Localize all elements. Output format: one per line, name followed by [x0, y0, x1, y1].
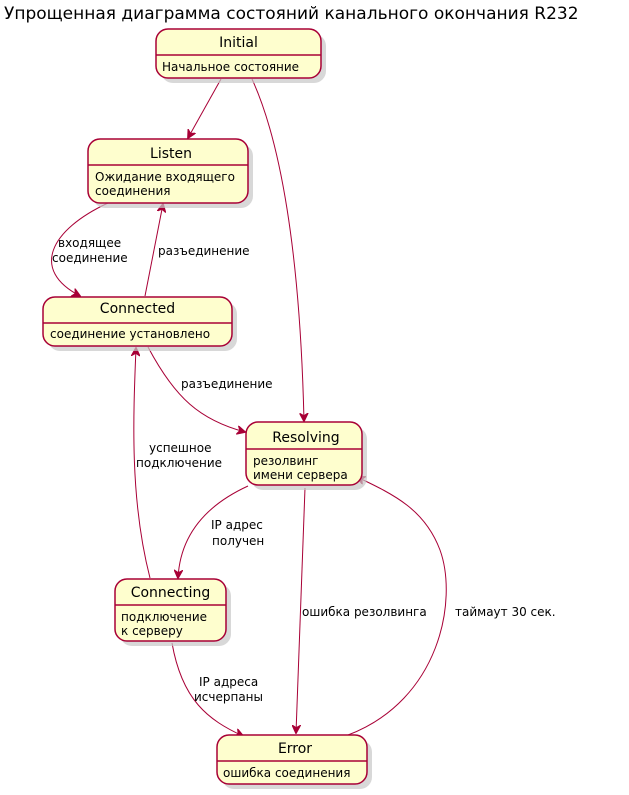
state-error: Error ошибка соединения — [216, 734, 372, 789]
edge-label: IP адреса исчерпаны — [194, 675, 263, 704]
edge-label: успешное подключение — [136, 441, 222, 470]
diagram-title: Упрощенная диаграмма состояний канальног… — [4, 4, 579, 24]
state-desc: подключение к серверу — [121, 610, 211, 638]
edge-resolving-error — [296, 487, 306, 733]
edge-initial-listen — [188, 78, 222, 138]
edge-label: IP адрес получен — [211, 518, 267, 548]
edge-label: ошибка резолвинга — [302, 605, 427, 619]
state-desc: резолвинг имени сервера — [253, 454, 348, 482]
edge-resolving-connecting — [178, 485, 249, 578]
edge-listen-connected — [51, 202, 109, 296]
state-desc: соединение установлено — [50, 327, 210, 341]
state-name: Resolving — [272, 430, 339, 446]
state-connected: Connected соединение установлено — [42, 296, 237, 351]
edge-labels: входящее соединение разъединение разъеди… — [52, 236, 556, 704]
state-name: Error — [278, 741, 312, 757]
edge-label: разъединение — [158, 244, 250, 258]
state-resolving: Resolving резолвинг имени сервера — [245, 421, 367, 490]
state-listen: Listen Ожидание входящего соединения — [87, 138, 253, 208]
state-name: Listen — [150, 146, 192, 162]
edge-error-resolving — [347, 477, 447, 736]
edge-label: таймаут 30 сек. — [455, 605, 556, 619]
edge-connecting-error — [171, 642, 243, 736]
state-connecting: Connecting подключение к серверу — [114, 578, 231, 646]
edge-connected-resolving — [147, 346, 245, 432]
state-desc: Ожидание входящего соединения — [95, 170, 239, 198]
edge-initial-resolving — [251, 78, 304, 421]
edge-label: разъединение — [181, 377, 273, 391]
edge-label: входящее соединение — [52, 236, 128, 265]
edge-connected-listen — [144, 204, 163, 297]
state-name: Connecting — [131, 585, 211, 601]
state-initial: Initial Начальное состояние — [155, 28, 326, 83]
state-desc: Начальное состояние — [162, 60, 299, 74]
state-name: Connected — [100, 301, 175, 317]
state-desc: ошибка соединения — [223, 766, 350, 780]
state-name: Initial — [219, 35, 258, 51]
edge-connecting-connected — [134, 348, 151, 579]
transitions — [51, 78, 447, 736]
